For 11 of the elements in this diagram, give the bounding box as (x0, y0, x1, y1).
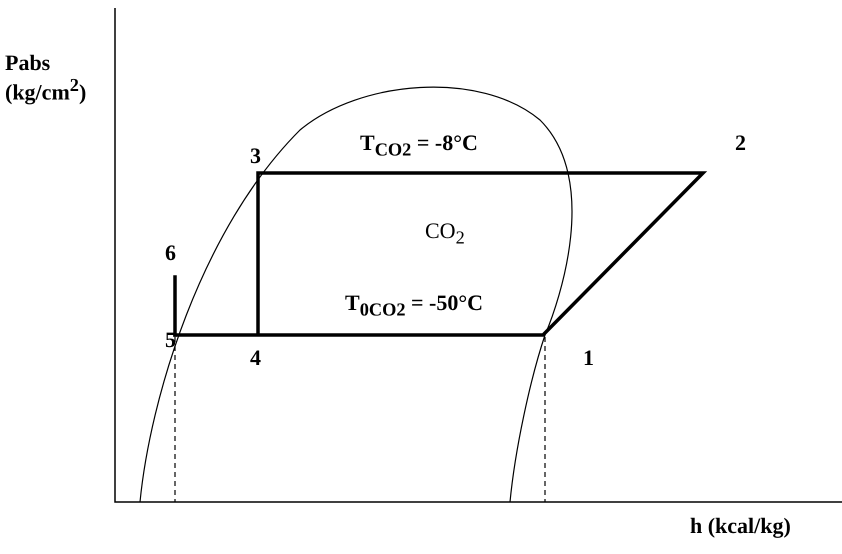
state-point-number: 6 (165, 240, 176, 266)
state-point-number: 5 (165, 327, 176, 352)
state-point-number: 2 (735, 130, 746, 156)
temperature-label: T$_{CO2}$ = -8°C (360, 130, 478, 160)
fluid-label: CO$_{2}$ (425, 218, 465, 248)
axis-title: Pabs (kg/cm$^{2}$) (5, 50, 88, 105)
state-point-number: 4 (250, 345, 261, 370)
state-point-number: 3 (250, 143, 261, 168)
state-point-number: 1 (583, 345, 594, 370)
axis-title: h (kcal/kg) (690, 513, 791, 538)
temperature-label: T$_{0CO2}$ = -50°C (345, 290, 484, 320)
